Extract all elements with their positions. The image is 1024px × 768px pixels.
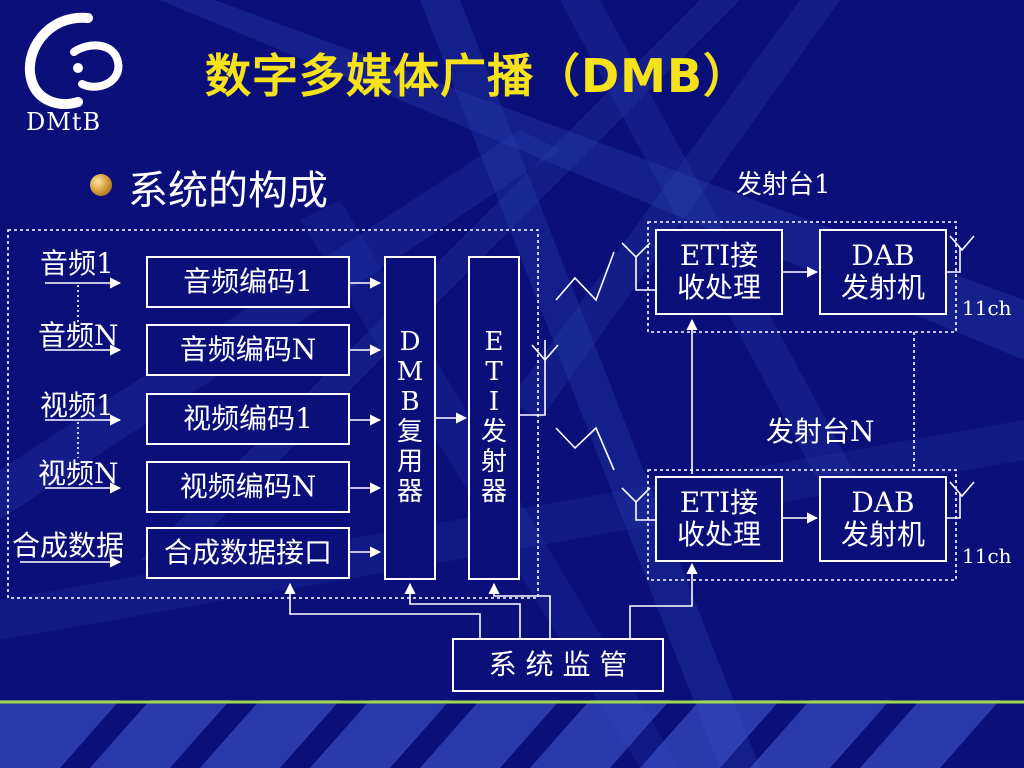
station1-rx-line [635,257,655,291]
station-n-dab-transmitter-box: DAB 发射机 [819,476,947,562]
multiplexer-char: B [400,387,420,418]
logo-text: DMtB [26,108,102,136]
bullet-icon [90,174,112,196]
eti-transmitter-char: 射 [480,446,507,477]
data-interface-box: 合成数据接口 [146,527,350,579]
eti-transmitter-char: T [485,357,503,388]
source-group-outline [7,229,539,599]
multiplexer-char: 复 [396,417,423,447]
arrow-monitor-mux [404,582,521,638]
receiver-line: ETI接 [679,485,759,519]
bullet-text: 系统的构成 [128,168,328,214]
transmitter-line: 发射机 [840,518,925,551]
stationn-rx-antenna-icon [621,487,651,504]
eti-transmitter-char: 器 [480,476,507,507]
eti-transmitter-box: E T I 发 射 器 [468,256,520,580]
station-n-eti-receiver-box: ETI接 收处理 [655,476,783,562]
multiplexer-char: 用 [396,446,423,477]
encoder-box-video-n: 视频编码N [146,461,350,513]
station1-rx-antenna-icon [621,242,651,259]
station-1-channel: 11ch [962,296,1012,320]
encoder-box-audio-n: 音频编码N [146,324,350,376]
multiplexer-char: D [399,327,421,358]
station-n-channel: 11ch [962,544,1012,568]
transmitter-line: DAB [851,238,915,272]
eti-transmitter-char: I [488,387,500,418]
station1-tx-line [947,248,961,273]
station-1-outline [647,221,957,333]
stationn-tx-antenna-icon [949,481,975,498]
receiver-line: 收处理 [676,518,761,551]
dmb-logo [24,12,123,109]
wireless-signal-up [555,251,615,302]
slide-title: 数字多媒体广播（DMB） [205,49,751,103]
dmb-multiplexer-box: D M B 复 用 器 [384,256,436,580]
receiver-line: ETI接 [679,238,759,272]
receiver-line: 收处理 [676,271,761,304]
arrow-monitor-eti [488,582,551,638]
stationn-rx-line [635,502,655,521]
input-label: 音频N [38,319,119,352]
station-1-eti-receiver-box: ETI接 收处理 [655,229,783,315]
encoder-box-video-1: 视频编码1 [146,393,350,445]
station-n-label: 发射台N [766,415,875,448]
multiplexer-char: 器 [396,476,423,507]
system-monitor-box: 系 统 监 管 [452,638,664,692]
station-1-label: 发射台1 [736,170,831,200]
input-label: 视频1 [40,389,114,422]
eti-output-line [520,340,546,416]
station1-tx-antenna-icon [949,235,975,252]
station-1-dab-transmitter-box: DAB 发射机 [819,229,947,315]
encoder-box-audio-1: 音频编码1 [146,256,350,308]
arrow-monitor-stationn [629,562,698,638]
multiplexer-char: M [396,357,424,388]
station-n-outline [647,469,957,581]
eti-transmitter-char: E [484,327,504,358]
input-label: 合成数据 [12,529,125,562]
transmitter-line: 发射机 [840,271,925,304]
input-label: 音频1 [40,247,114,280]
eti-antenna-icon [531,344,559,362]
wireless-signal-down [555,426,615,471]
input-label: 视频N [38,457,119,490]
arrow-monitor-data-interface [284,582,481,638]
stationn-tx-line [947,494,961,519]
transmitter-line: DAB [851,485,915,519]
eti-transmitter-char: 发 [480,417,507,447]
